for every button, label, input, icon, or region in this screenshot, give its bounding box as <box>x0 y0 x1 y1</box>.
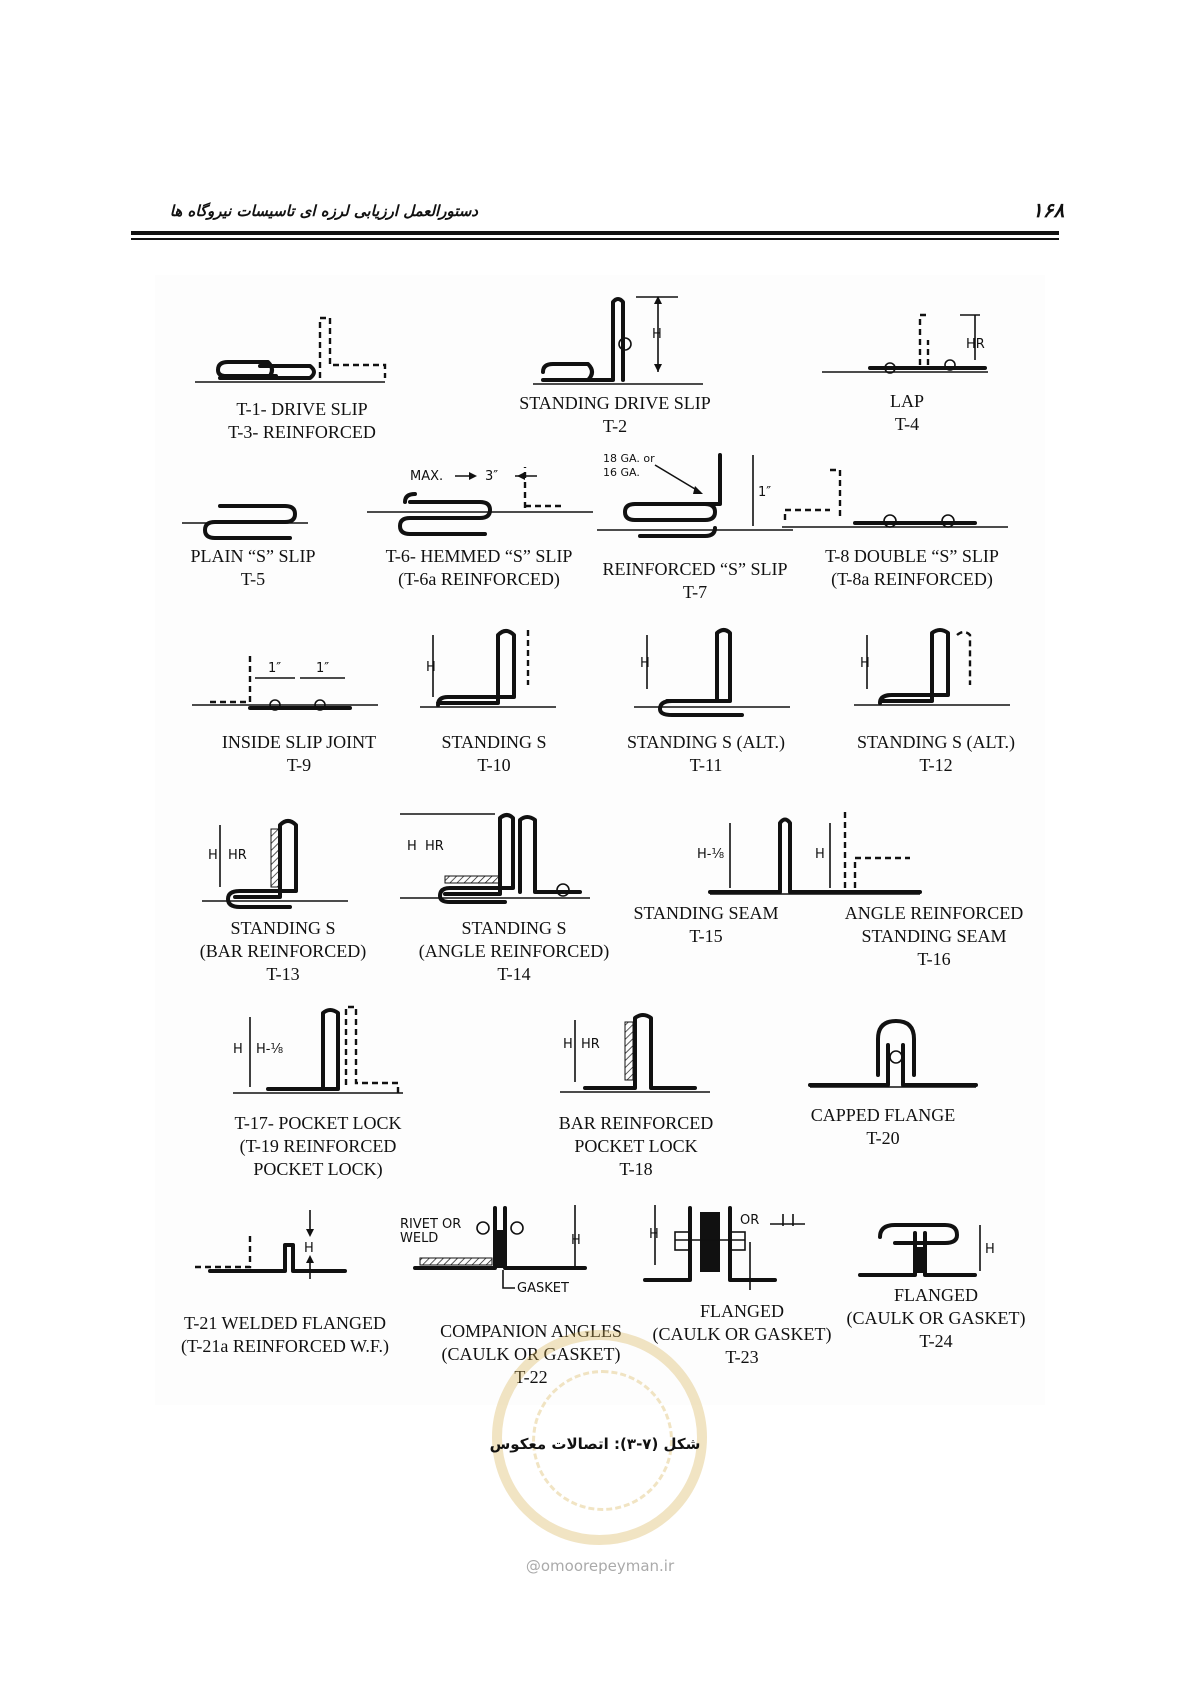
caption-t10: STANDING S T-10 <box>441 732 547 775</box>
svg-text:H: H <box>815 847 825 862</box>
svg-text:MAX.: MAX. <box>410 469 443 484</box>
svg-text:H: H <box>571 1233 581 1248</box>
svg-text:H: H <box>640 656 650 671</box>
svg-text:H: H <box>208 848 218 863</box>
svg-text:HR: HR <box>425 839 444 854</box>
svg-text:H: H <box>649 1227 659 1242</box>
svg-text:H: H <box>426 660 436 675</box>
diagram-t24-flanged: H <box>858 1223 995 1277</box>
diagram-t11-standing-s-alt: H <box>634 628 790 717</box>
diagram-t18-bar-reinforced-pocket-lock: H HR <box>560 1013 710 1093</box>
caption-t12: STANDING S (ALT.) T-12 <box>856 732 1016 775</box>
caption-t18: BAR REINFORCED POCKET LOCK T-18 <box>558 1113 714 1179</box>
svg-text:OR: OR <box>740 1213 759 1228</box>
figure-caption: شکل (۷-۳): اتصالات معکوس <box>489 1435 701 1453</box>
caption-t7: REINFORCED “S” SLIP T-7 <box>602 559 788 602</box>
svg-text:1″: 1″ <box>268 661 281 676</box>
svg-text:H: H <box>233 1042 243 1057</box>
svg-text:RIVET OR: RIVET OR <box>400 1217 461 1232</box>
svg-text:H: H <box>652 327 662 342</box>
svg-text:HR: HR <box>228 848 247 863</box>
caption-t2: STANDING DRIVE SLIP T-2 <box>519 393 711 436</box>
svg-text:H: H <box>563 1037 573 1052</box>
caption-t11: STANDING S (ALT.) T-11 <box>626 732 786 775</box>
svg-text:H-⅛: H-⅛ <box>256 1042 283 1057</box>
caption-t6: T-6- HEMMED “S” SLIP (T-6a REINFORCED) <box>385 546 573 589</box>
svg-text:H: H <box>304 1241 314 1256</box>
caption-t4: LAP T-4 <box>889 391 925 434</box>
header-rule-thick <box>131 231 1059 235</box>
svg-text:WELD: WELD <box>400 1231 438 1246</box>
page-number: ۱۶۸ <box>1032 198 1065 222</box>
svg-text:HR: HR <box>581 1037 600 1052</box>
diagram-t9-inside-slip-joint: 1″ 1″ <box>192 655 378 711</box>
caption-t24: FLANGED (CAULK OR GASKET) T-24 <box>846 1285 1026 1351</box>
caption-t8: T-8 DOUBLE “S” SLIP (T-8a REINFORCED) <box>825 546 999 589</box>
caption-t1: T-1- DRIVE SLIP T-3- REINFORCED <box>228 399 376 442</box>
caption-t13: STANDING S (BAR REINFORCED) T-13 <box>199 918 367 984</box>
caption-t17: T-17- POCKET LOCK (T-19 REINFORCED POCKE… <box>234 1113 402 1179</box>
running-title: دستورالعمل ارزیابی لرزه ای تاسیسات نیروگ… <box>169 202 478 220</box>
svg-text:3″: 3″ <box>485 469 498 484</box>
svg-text:1″: 1″ <box>316 661 329 676</box>
caption-t22: COMPANION ANGLES (CAULK OR GASKET) T-22 <box>440 1321 622 1387</box>
svg-text:H: H <box>985 1242 995 1257</box>
svg-text:GASKET: GASKET <box>517 1281 569 1296</box>
svg-text:H-⅛: H-⅛ <box>697 847 724 862</box>
diagram-t2-standing-drive-slip: H <box>533 296 703 385</box>
diagram-t8-double-s-slip <box>782 468 1008 528</box>
header-rule-thin <box>131 238 1059 240</box>
caption-t20: CAPPED FLANGE T-20 <box>810 1105 956 1148</box>
caption-t15: STANDING SEAM T-15 <box>633 903 779 946</box>
diagram-t10-standing-s: H <box>420 629 556 708</box>
svg-text:16 GA.: 16 GA. <box>603 466 640 479</box>
diagram-t22-companion-angles: RIVET OR WELD H GASKET <box>400 1205 587 1296</box>
caption-t9: INSIDE SLIP JOINT T-9 <box>221 732 377 775</box>
diagram-t17-pocket-lock: H H-⅛ <box>233 1005 403 1094</box>
diagram-t20-capped-flange <box>808 1019 978 1088</box>
svg-text:H: H <box>860 656 870 671</box>
diagram-t1-drive-slip <box>195 316 387 383</box>
diagram-t15-t16-standing-seam: H-⅛ H <box>697 812 922 895</box>
svg-text:18 GA. or: 18 GA. or <box>603 452 655 465</box>
svg-text:HR: HR <box>966 337 985 352</box>
caption-t23: FLANGED (CAULK OR GASKET) T-23 <box>652 1301 832 1367</box>
svg-text:H: H <box>407 839 417 854</box>
caption-t5: PLAIN “S” SLIP T-5 <box>190 546 316 589</box>
caption-t14: STANDING S (ANGLE REINFORCED) T-14 <box>418 918 610 984</box>
diagram-t7-reinforced-s-slip: 18 GA. or 16 GA. 1″ <box>597 452 793 538</box>
diagram-t14-standing-s-angle-reinforced: H HR <box>400 813 590 904</box>
diagram-t13-standing-s-bar-reinforced: H HR <box>202 819 348 909</box>
diagram-t6-hemmed-s-slip: MAX. 3″ <box>367 467 593 536</box>
diagram-t12-standing-s-alt: H <box>854 628 1010 706</box>
svg-text:1″: 1″ <box>758 485 771 500</box>
footer-site: @omoorepeyman.ir <box>525 1557 675 1575</box>
diagram-t23-flanged: H OR <box>643 1205 805 1290</box>
diagram-t4-lap: HR <box>822 313 988 374</box>
caption-t21: T-21 WELDED FLANGED (T-21a REINFORCED W.… <box>181 1313 389 1356</box>
figure-area <box>155 275 1045 1405</box>
caption-t16: ANGLE REINFORCED STANDING SEAM T-16 <box>844 903 1024 969</box>
diagram-t5-plain-s-slip <box>182 504 308 540</box>
diagram-t21-welded-flanged: H <box>195 1210 347 1279</box>
